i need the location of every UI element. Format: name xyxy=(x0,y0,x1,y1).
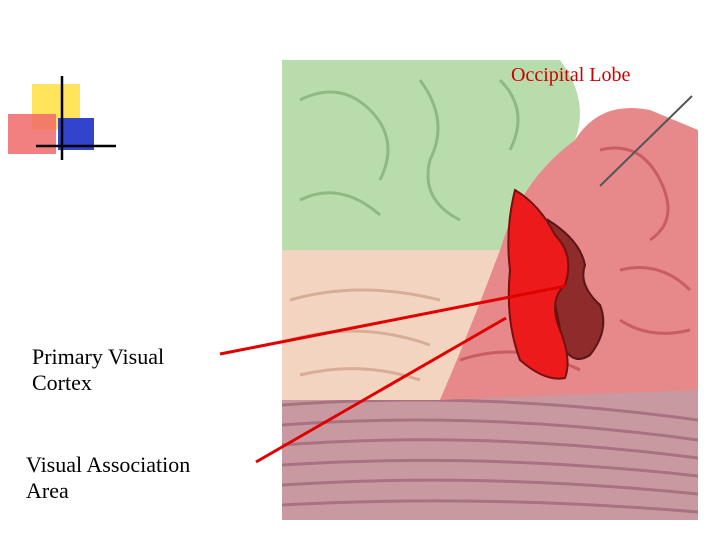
primary-label-line-1: Primary Visual xyxy=(32,344,165,369)
assoc-label-line-2: Area xyxy=(26,478,69,503)
parietal-region xyxy=(282,60,580,250)
visual-association-area-label: Visual Association Area xyxy=(26,452,190,504)
cerebellum-region xyxy=(282,380,698,520)
primary-cortex-pointer xyxy=(219,284,567,356)
overlapping-squares-icon xyxy=(8,76,116,160)
primary-label-line-2: Cortex xyxy=(32,370,92,395)
primary-visual-cortex-label: Primary Visual Cortex xyxy=(32,344,164,396)
association-pointer xyxy=(255,316,507,464)
occipital-pointer-line xyxy=(599,95,693,187)
primary-visual-cortex-highlight xyxy=(507,188,570,380)
occipital-lobe-label: Occipital Lobe xyxy=(511,64,631,86)
assoc-label-line-1: Visual Association xyxy=(26,452,191,477)
